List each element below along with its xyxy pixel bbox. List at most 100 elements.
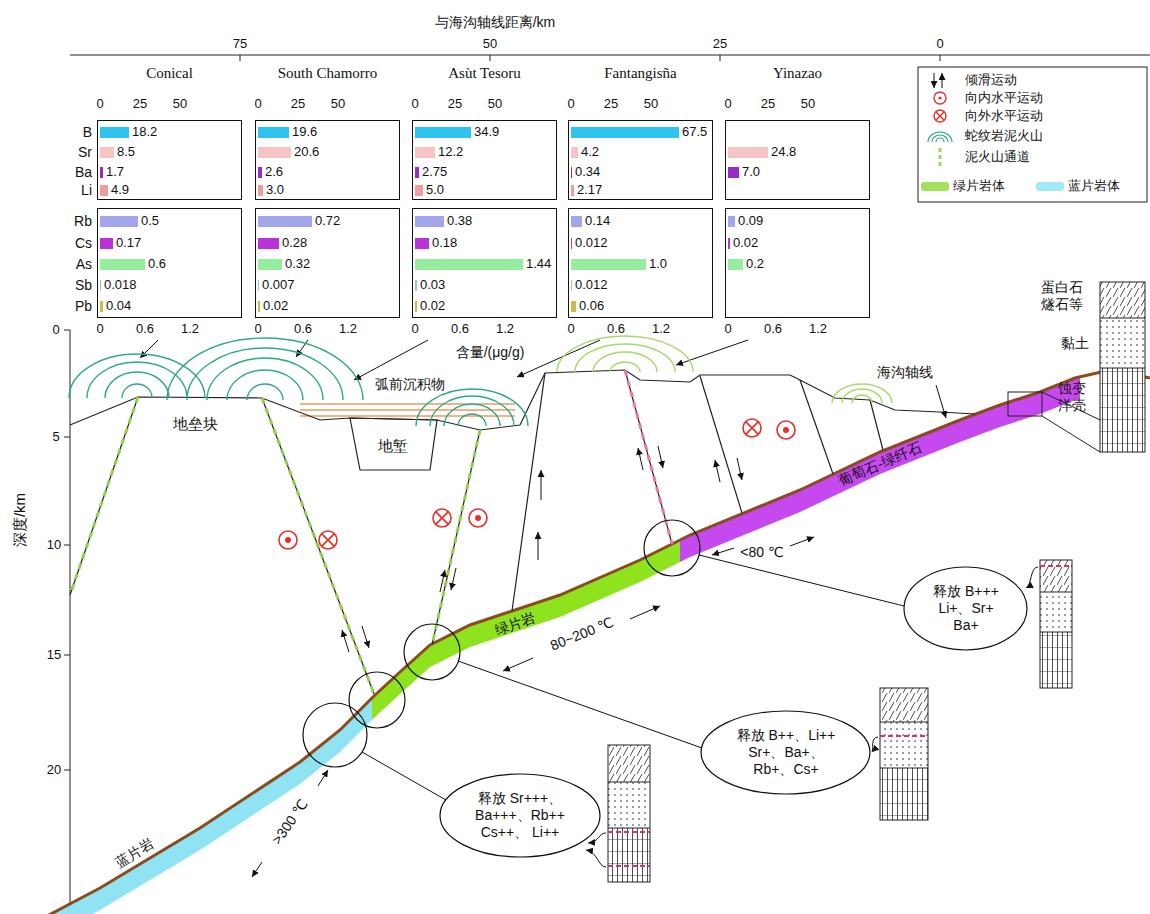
serpentinite-mud-volcano [430, 396, 514, 426]
tick-label: 0.6 [607, 321, 625, 337]
bar [258, 238, 279, 249]
sediment-column [608, 745, 650, 882]
structure-label: 地堑 [378, 437, 408, 455]
value-label: 0.018 [104, 277, 137, 293]
leader-line [458, 661, 702, 748]
serpentinite-mud-volcano [69, 338, 528, 426]
motion-arrow [658, 446, 663, 468]
bar [415, 259, 523, 270]
value-label: 4.9 [111, 182, 129, 198]
fault-block [700, 376, 742, 513]
serpentinite-mud-volcano [557, 336, 693, 372]
tick-label: 1.2 [181, 321, 199, 337]
motion-arrow [715, 460, 720, 482]
element-name: Rb [74, 213, 92, 230]
element-name: As [76, 256, 92, 273]
temperature-arrow [712, 548, 734, 555]
bar [258, 185, 263, 196]
legend-frame [934, 110, 946, 122]
value-label: 0.04 [106, 298, 131, 314]
mud-volcano-conduit [262, 398, 374, 694]
sediment-column [880, 688, 928, 722]
value-label: 0.6 [148, 256, 166, 272]
bar [571, 280, 572, 291]
tick-label: 1.2 [339, 321, 357, 337]
bar [571, 185, 574, 196]
sediment-column [1008, 392, 1042, 416]
bar [100, 185, 108, 196]
value-label: 12.2 [438, 144, 463, 160]
station-name: Asùt Tesoru [448, 64, 520, 82]
value-label: 0.012 [575, 277, 608, 293]
value-label: 0.02 [263, 298, 288, 314]
fault-block [262, 398, 374, 694]
value-label: 3.0 [266, 182, 284, 198]
value-label: 0.012 [575, 235, 608, 251]
sediment-column [880, 722, 928, 768]
mud-volcano-conduit [70, 370, 672, 694]
sediment-column [608, 828, 650, 882]
bar [100, 127, 129, 138]
tick-label: 20 [47, 762, 61, 778]
temperature-arrow [503, 658, 533, 671]
bar [415, 185, 423, 196]
value-label: 67.5 [682, 124, 707, 140]
ellipse-outline [701, 711, 870, 794]
tick-label: 0 [724, 321, 731, 337]
sediment-column [1026, 567, 1038, 588]
bar [258, 280, 259, 291]
sediment-column [880, 688, 928, 820]
sediment-column [608, 745, 650, 782]
lithology-label: 黏土 [1061, 335, 1089, 352]
release-zone-circle [644, 520, 700, 576]
axis-frame [64, 55, 1150, 914]
tick-label: 0.6 [294, 321, 312, 337]
bar [258, 127, 289, 138]
temperature-arrow [252, 862, 262, 877]
temperature-label: <80 ℃ [740, 544, 783, 561]
tick-label: 0 [254, 96, 261, 112]
chart-panel: Conical18.28.51.74.9 [97, 120, 242, 200]
temperature-arrow [790, 537, 814, 546]
horizontal-motion-symbol [476, 516, 480, 520]
axis-title: 含量/(μg/g) [456, 344, 525, 361]
leader-line [362, 555, 904, 800]
tick-label: 0 [724, 96, 731, 112]
chart-panel: 0.50.170.60.0180.04 [97, 208, 242, 318]
horizontal-motion-symbol [743, 419, 761, 437]
fault-block [70, 397, 138, 595]
sediment-column [1040, 560, 1072, 592]
tick-label: 0.6 [764, 321, 782, 337]
tick-label: 50 [488, 96, 502, 112]
sediment-column [1040, 592, 1072, 632]
leader-line [362, 752, 446, 800]
value-label: 5.0 [426, 182, 444, 198]
bar [100, 280, 101, 291]
tick-label: 0.6 [136, 321, 154, 337]
release-ellipse: 释放 B++、Li++ Sr+、Ba+、 Rb+、Cs+ [700, 710, 871, 795]
temperature-arrow [318, 770, 328, 786]
horizontal-motion-symbol [279, 531, 297, 549]
tick-label: 15 [47, 647, 61, 663]
serpentinite-mud-volcano [575, 344, 675, 372]
tick-label: 25 [133, 96, 147, 112]
sediment-column [1100, 282, 1145, 318]
sediment-column [1040, 632, 1072, 688]
value-label: 7.0 [742, 164, 760, 180]
serpentinite-mud-volcano [69, 354, 205, 398]
release-text: 释放 B+++ Li+、Sr+ Ba+ [927, 583, 1005, 634]
serpentinite-mud-volcano [416, 389, 528, 426]
motion-arrow [541, 470, 542, 500]
chart-panel: 0.090.020.2 [725, 208, 870, 318]
bar [571, 147, 578, 158]
tick-label: 0 [936, 36, 943, 52]
value-label: 0.17 [116, 235, 141, 251]
fault-block [432, 430, 480, 645]
sediment-label: 弧前沉积物 [373, 376, 447, 393]
value-label: 34.9 [474, 124, 499, 140]
sediment-column [586, 850, 606, 867]
sediment-column [880, 768, 928, 820]
tick-label: 25 [291, 96, 305, 112]
subducting-slab [680, 370, 1080, 914]
